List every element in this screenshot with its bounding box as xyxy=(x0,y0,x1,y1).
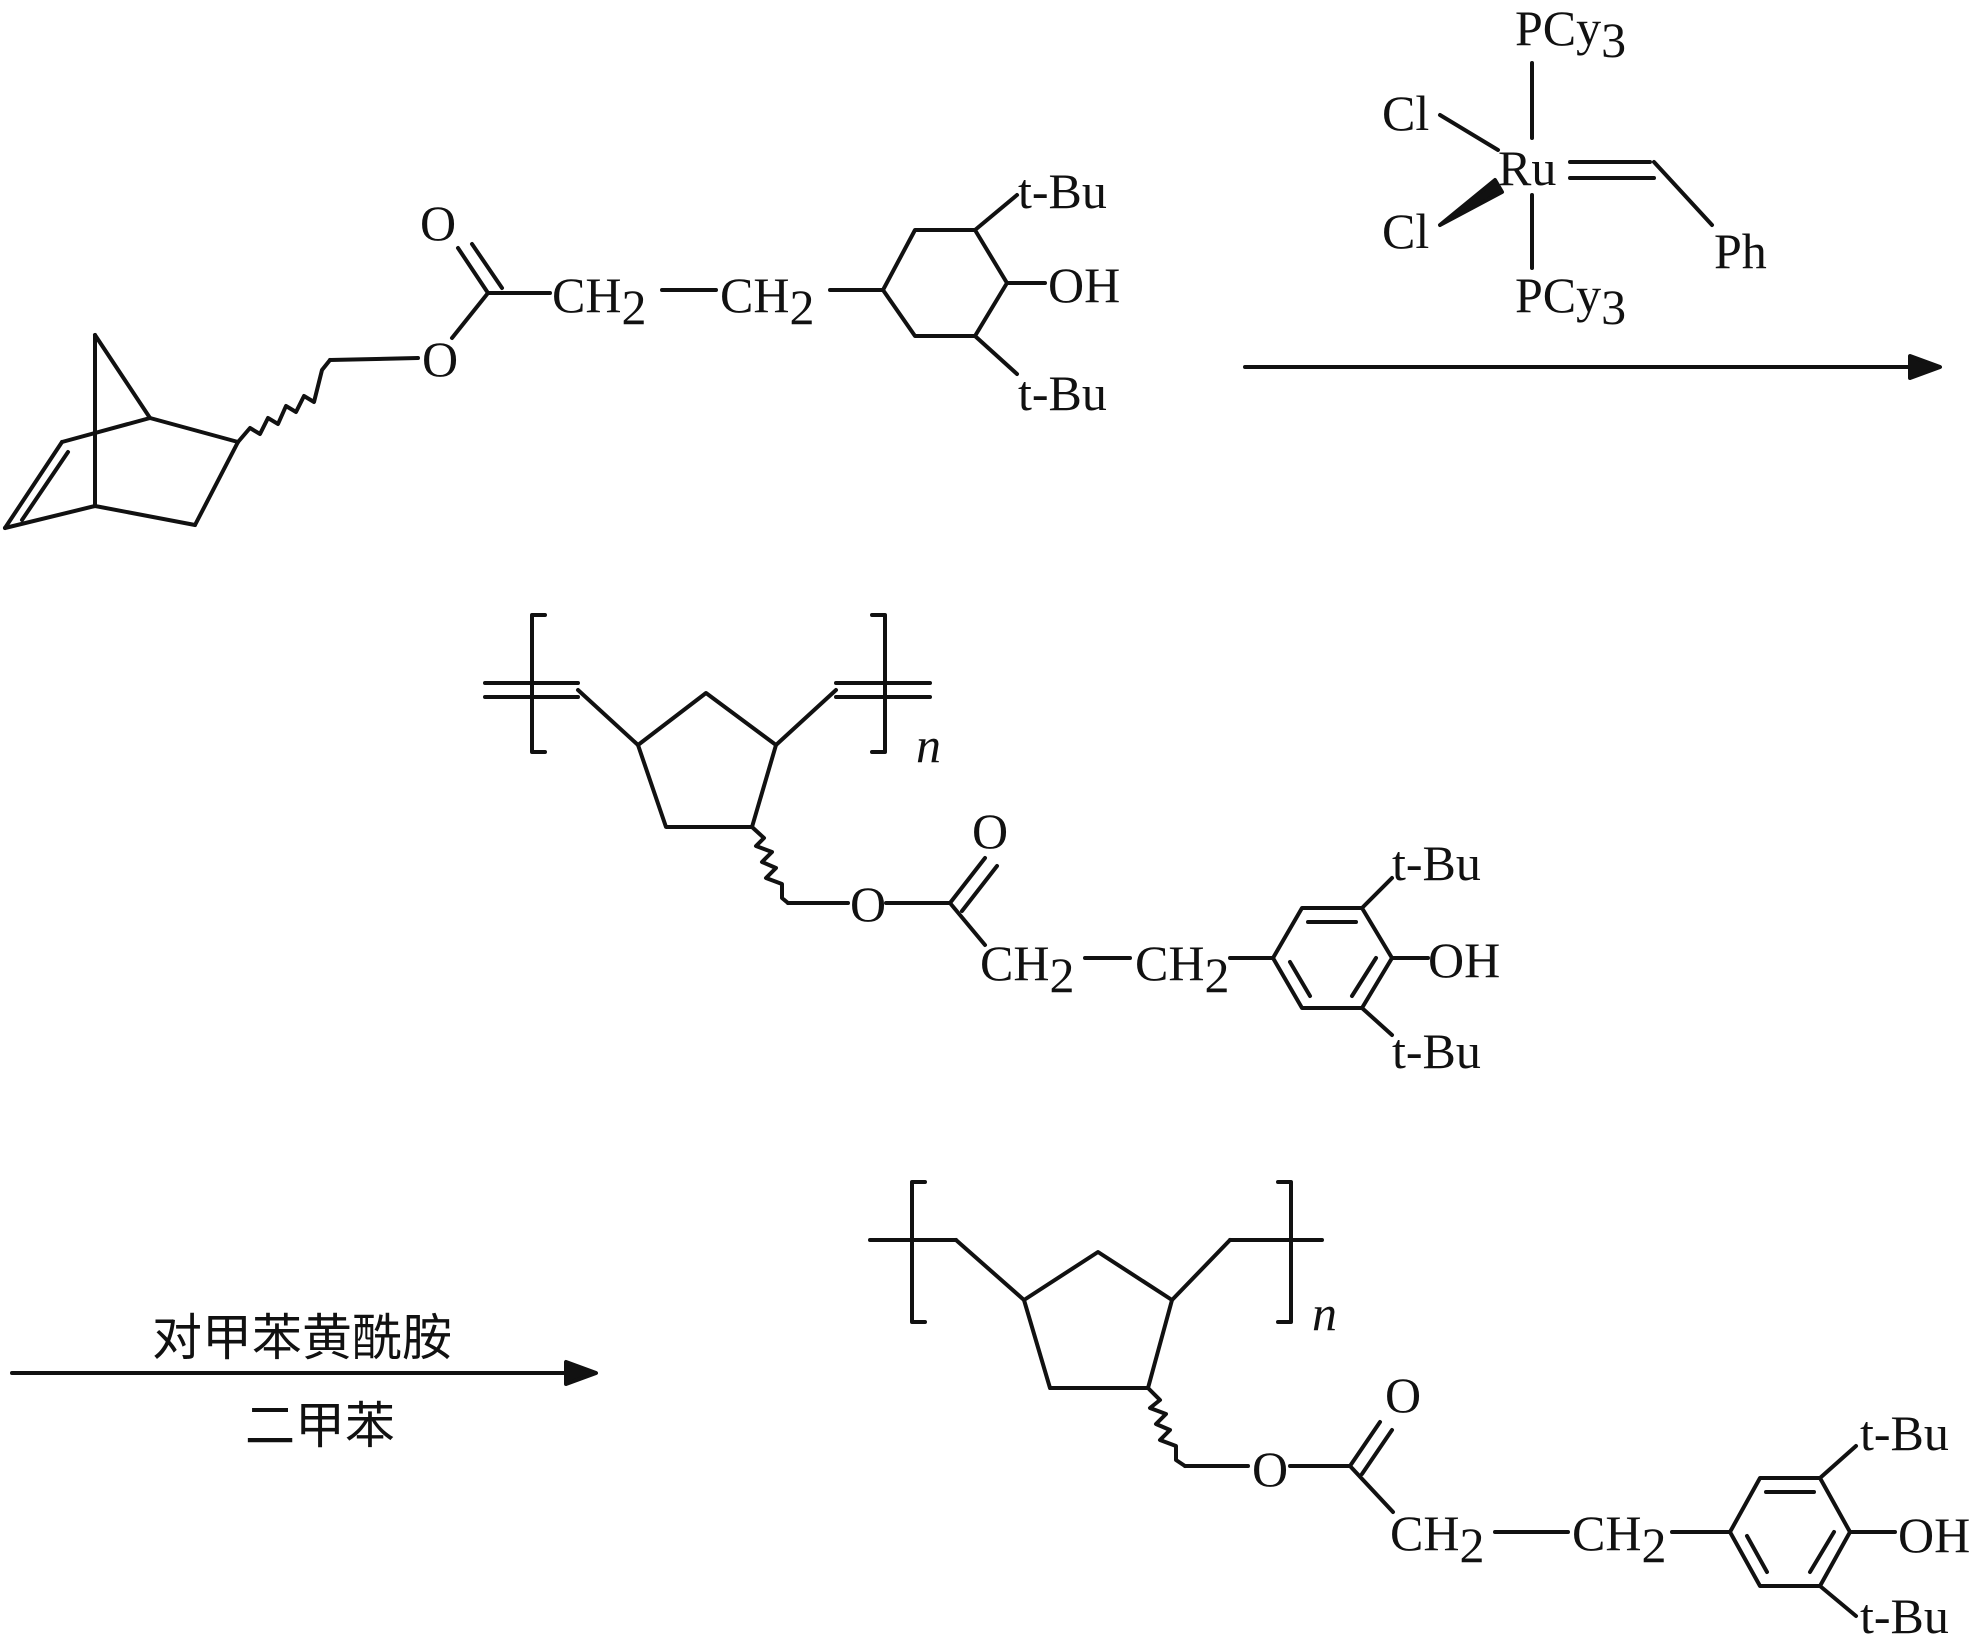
pcy3-bottom-label: PCy3 xyxy=(1515,267,1626,335)
hydroxyl-label: OH xyxy=(1898,1507,1970,1563)
left-bracket xyxy=(530,613,547,754)
polymer-2: n O O CH2 CH2 t-Bu OH t-Bu xyxy=(868,1180,1970,1639)
wavy-bond xyxy=(750,825,790,905)
cyclopentane-ring xyxy=(1022,1250,1174,1390)
left-bracket xyxy=(910,1180,927,1324)
cyclopentane-ring xyxy=(636,691,778,829)
norbornene-skeleton xyxy=(3,333,240,530)
reaction-arrow-1 xyxy=(1243,354,1942,380)
ch2-label-2: CH2 xyxy=(720,267,814,335)
hydroxyl-label: OH xyxy=(1428,932,1500,988)
phenyl-label: Ph xyxy=(1714,223,1767,279)
wavy-bond xyxy=(236,358,332,444)
hydroxyl-label: OH xyxy=(1048,257,1120,313)
phenol-ring xyxy=(1728,1476,1852,1588)
ch2-o-bond xyxy=(328,356,420,362)
tbu-label-top: t-Bu xyxy=(1392,835,1481,891)
ch2-label-1: CH2 xyxy=(1390,1505,1484,1573)
right-bracket xyxy=(870,613,887,754)
reaction-arrow-2: 对甲苯黄酰胺 二甲苯 xyxy=(10,1309,598,1455)
solvent-label: 二甲苯 xyxy=(245,1397,395,1455)
phenol-ring xyxy=(1271,906,1394,1010)
ester-oxygen-label: O xyxy=(1252,1441,1288,1497)
carbonyl-oxygen-label: O xyxy=(420,195,456,251)
ch2-label-1: CH2 xyxy=(552,267,646,335)
polymer-1: n O O CH2 CH2 t-Bu OH t-Bu xyxy=(483,613,1500,1079)
ester-oxygen-label: O xyxy=(422,331,458,387)
repeat-unit-n: n xyxy=(916,717,941,773)
ch2-label-2: CH2 xyxy=(1135,935,1229,1003)
right-bracket xyxy=(1276,1180,1293,1324)
pcy3-top-label: PCy3 xyxy=(1515,0,1626,68)
reagent-label: 对甲苯黄酰胺 xyxy=(152,1309,452,1367)
carbonyl-oxygen-label: O xyxy=(1385,1367,1421,1423)
carbonyl-double-bond xyxy=(1348,1420,1382,1468)
repeat-unit-n: n xyxy=(1312,1285,1337,1341)
cl-lower-label: Cl xyxy=(1382,203,1429,259)
ruthenium-label: Ru xyxy=(1498,140,1556,196)
tbu-label-top: t-Bu xyxy=(1860,1405,1949,1461)
tbu-label-bottom: t-Bu xyxy=(1392,1023,1481,1079)
grubbs-catalyst: PCy3 Cl Ru Cl PCy3 Ph xyxy=(1382,0,1767,335)
carbonyl-oxygen-label: O xyxy=(972,803,1008,859)
carbonyl-double-bond xyxy=(948,856,987,905)
monomer: O O CH2 CH2 t-Bu OH t-Bu xyxy=(3,163,1120,530)
tbu-label-bottom: t-Bu xyxy=(1860,1588,1949,1639)
ch2-label-1: CH2 xyxy=(980,935,1074,1003)
cyclohexane-ring xyxy=(881,228,1009,338)
cl-upper-label: Cl xyxy=(1382,85,1429,141)
ester-oxygen-label: O xyxy=(850,876,886,932)
carbonyl-double-bond xyxy=(456,246,490,295)
tbu-label-top: t-Bu xyxy=(1018,163,1107,219)
wavy-bond xyxy=(1146,1386,1187,1468)
tbu-label-bottom: t-Bu xyxy=(1018,365,1107,421)
wedge-bond xyxy=(1438,178,1504,227)
ch2-label-2: CH2 xyxy=(1572,1505,1666,1573)
